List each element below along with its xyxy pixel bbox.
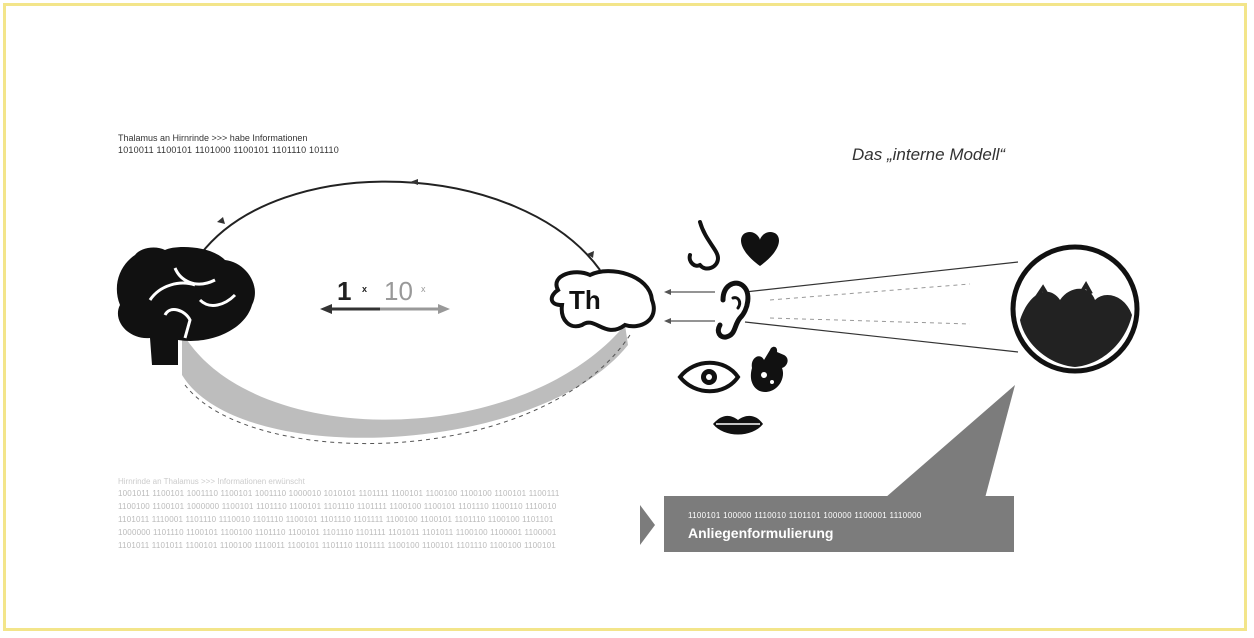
box-arrow — [640, 505, 655, 545]
ratio-arrowhead-right — [438, 304, 450, 314]
nose-icon — [690, 222, 718, 269]
bottom-binary-line-1: 1001011 1100101 1001110 1100101 1001110 … — [118, 489, 559, 498]
model-line-1 — [745, 262, 1018, 292]
heart-icon — [741, 232, 779, 266]
arrowhead-top-2 — [217, 217, 225, 224]
top-text-line1: Thalamus an Hirnrinde >>> habe Informati… — [118, 133, 307, 143]
ratio-one-suffix: x — [362, 284, 367, 294]
ratio-ten-suffix: x — [421, 284, 426, 294]
arrowhead-top-1 — [410, 179, 418, 185]
bottom-binary-line-5: 1101011 1101011 1100101 1100100 1110011 … — [118, 541, 556, 550]
ratio-arrowhead — [320, 304, 332, 314]
anliegen-box-title: Anliegenformulierung — [688, 525, 833, 541]
bottom-binary-line-4: 1000000 1101110 1100101 1100100 1101110 … — [118, 528, 557, 537]
top-text-line2: 1010011 1100101 1101000 1100101 1101110 … — [118, 145, 339, 155]
diagram-title: Das „interne Modell“ — [852, 145, 1005, 165]
internal-model-circle-icon — [1013, 247, 1137, 371]
thalamus-label: Th — [569, 285, 601, 316]
ear-icon — [718, 283, 748, 337]
model-dashed-2 — [770, 318, 970, 324]
bottom-binary-line-2: 1100100 1100101 1000000 1100101 1101110 … — [118, 502, 557, 511]
anliegen-box — [664, 496, 1014, 552]
eye-icon — [680, 363, 738, 392]
ratio-one: 1 — [337, 276, 351, 307]
top-arc — [200, 182, 600, 270]
ratio-ten: 10 — [384, 276, 413, 307]
thalamus-blob-icon — [552, 271, 654, 330]
mouth-icon — [713, 416, 763, 435]
bottom-binary-line-3: 1101011 1110001 1101110 1110010 1101110 … — [118, 515, 554, 524]
bottom-heading: Hirnrinde an Thalamus >>> Informationen … — [118, 477, 305, 486]
hand-icon — [751, 347, 788, 392]
feedback-band — [182, 325, 628, 438]
anliegen-box-code: 1100101 100000 1110010 1101101 100000 11… — [688, 511, 922, 520]
model-line-2 — [745, 322, 1018, 352]
bubble-pointer — [885, 385, 1015, 498]
